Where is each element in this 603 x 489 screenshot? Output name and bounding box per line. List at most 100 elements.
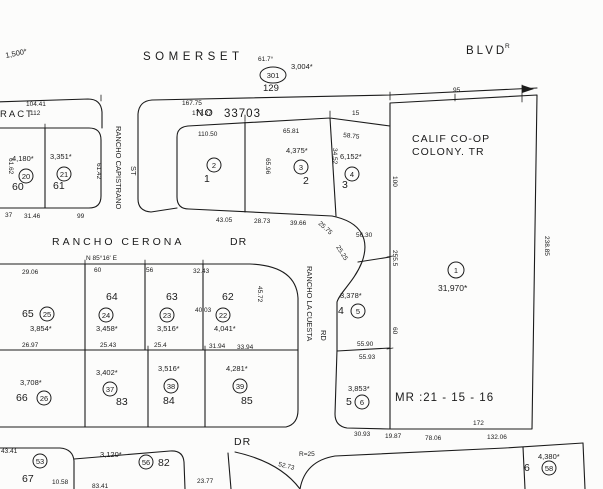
parcel-number: 1 [454,266,458,275]
dim-label: 10.58 [52,479,69,486]
row-left-note: 1,500* [5,47,28,60]
lot-area: 4,375* [286,146,308,155]
lot-number: 84 [163,395,175,407]
dim-label: 58.75 [343,132,360,141]
dim-label: 132.06 [487,434,507,441]
parcel-number: 20 [22,172,30,181]
colony-parcel-circle: 1 [447,261,465,279]
lot-divider [227,452,232,489]
dim-label: 43.05 [216,217,233,224]
parcel-circle: 39 [232,378,248,394]
parcel-circle: 4 [344,166,360,182]
dim-label: 61.42 [95,163,102,180]
lot-area: 4,380* [538,452,560,461]
parcel-circle: 6 [354,394,370,410]
lot-number: 4 [338,305,344,317]
lot-number: 1 [204,173,210,185]
street-and-lot-lines [0,84,586,489]
parcel-circle: 21 [56,166,72,182]
lot-area: 3,458* [96,324,118,333]
lot-area: 3,854* [30,324,52,333]
parcel-ellipse-outline [259,66,287,84]
parcel-number: 21 [60,170,68,179]
dim-label: 55.90 [357,341,374,348]
street-edge-capistrano [137,99,178,213]
lot-divider [84,263,204,351]
parcel-circle: 2 [206,157,222,173]
parcel-number: 25 [43,310,51,319]
parcel-circle: 26 [36,390,52,406]
dim-label: 34.52 [331,148,338,165]
lot-area: 4,180* [12,154,34,163]
lot-divider [336,347,391,352]
street-label-capistrano-st: ST [129,166,138,176]
dim-label: 37 [5,212,13,219]
lot-divider [357,256,391,263]
lot-number: 66 [16,392,28,404]
parcel-circle: 24 [98,307,114,323]
parcel-circle: 22 [215,307,231,323]
parcel-circle: 3 [293,159,309,175]
parcel-number: 2 [212,161,216,170]
street-edge-la-cuesta [331,215,391,430]
street-label-rancho-la-cuesta: RANCHO LA CUESTA [305,266,314,341]
row-bearing: 61.7° [258,55,274,63]
lot-divider [84,349,206,428]
dim-label: 43.41 [1,448,18,455]
colony-name-line1: CALIF CO-OP [412,133,490,145]
lot-number: 61 [53,180,65,192]
street-edge-cerona [0,263,299,428]
lot-number: 2 [303,175,309,187]
lot-number: 83 [116,396,128,408]
parcel-number: 6 [360,398,364,407]
dim-label: 100 [391,176,398,187]
survey-tick-marks [44,91,456,355]
lot-area: 3,378* [340,291,362,300]
row-area: 3,004* [291,62,313,71]
lot-number: 5 [346,396,352,408]
dim-label: 33.94 [237,344,254,351]
lot-area: 3,708* [20,378,42,387]
lot-area: 4,041* [214,324,236,333]
lot-area: 6,152* [340,152,362,161]
street-label-cerona-dr: DR [230,236,247,248]
parcel-number: 26 [40,394,48,403]
dim-label: 65.81 [283,128,300,135]
dim-label: 55.93 [359,354,376,361]
dim-label: 238.85 [543,236,550,256]
lot-divider [522,446,526,489]
parcel-number: 3 [299,163,303,172]
tract-label-partial: RACT [0,109,34,120]
lot-divider [329,117,337,217]
lot-area: 3,516* [157,324,179,333]
dim-label: 25.4 [154,342,167,349]
parcel-circle: 38 [163,378,179,394]
lot-number: 65 [22,308,34,320]
street-label-blvd: BLVD [466,45,507,57]
lot-number: 82 [158,457,170,469]
colony-name-line2: COLONY. TR [412,146,485,158]
parcel-circle: 5 [350,303,366,319]
dim-label: 177.27 [192,110,212,117]
parcel-number: 301 [267,71,280,80]
dim-label: 56 [146,267,154,274]
lot-outline [73,450,186,489]
parcel-circle: 53 [32,453,48,469]
lot-area: 3,120* [100,450,122,459]
tract-boundary-line [0,98,103,129]
dim-label: 99 [77,213,85,220]
tract-number: 33703 [224,108,261,120]
parcel-circle: 37 [102,381,118,397]
parcel-number: 4 [350,170,354,179]
row-parcel-ellipse: 301 [259,66,287,84]
street-label-lower-dr: DR [234,436,251,448]
street-label-somerset: SOMERSET [143,51,244,63]
street-label-rancho-cerona: RANCHO CERONA [52,236,184,248]
survey-flag-marker [522,85,534,93]
lot-number: 64 [106,291,118,303]
bearing-label: N 85°16' E [86,254,118,262]
lot-number: 67 [22,473,34,485]
